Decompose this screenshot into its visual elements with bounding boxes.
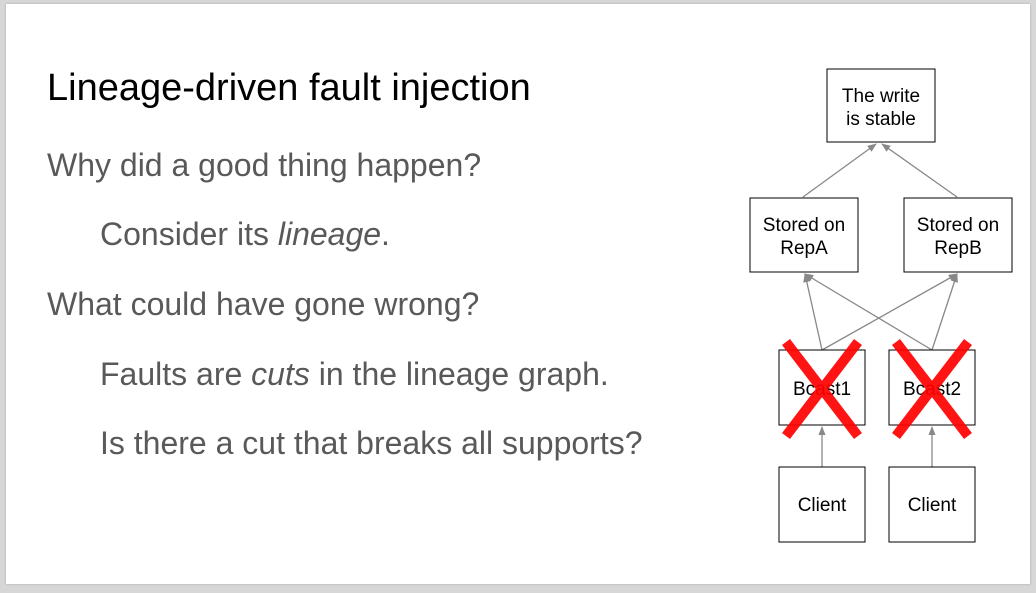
node-label: RepB bbox=[934, 238, 982, 259]
node-client-1: Client bbox=[778, 466, 866, 543]
bullet-text: Is there a cut that breaks all supports? bbox=[100, 425, 643, 461]
edge-storedB-to-write bbox=[881, 143, 958, 198]
edge-bcast1-to-storedB bbox=[821, 273, 958, 351]
node-bcast2: Bcast2 bbox=[888, 349, 976, 426]
bullet-why-good-thing: Why did a good thing happen? bbox=[47, 147, 481, 184]
edge-bcast2-to-storedB bbox=[931, 273, 958, 351]
bullet-consider-lineage: Consider its lineage. bbox=[100, 216, 390, 253]
node-stored-repa: Stored on RepA bbox=[749, 197, 859, 273]
node-stored-repb: Stored on RepB bbox=[903, 197, 1013, 273]
node-label: The write bbox=[842, 86, 920, 107]
bullet-faults-are-cuts: Faults are cuts in the lineage graph. bbox=[100, 356, 609, 393]
bullet-cut-breaks-supports: Is there a cut that breaks all supports? bbox=[100, 425, 643, 462]
graph-edges bbox=[802, 143, 958, 467]
slide: Lineage-driven fault injection Why did a… bbox=[6, 4, 1030, 584]
node-label: Stored on bbox=[917, 215, 999, 236]
bullet-text: in the lineage graph. bbox=[309, 356, 609, 392]
edge-storedA-to-write bbox=[802, 143, 877, 198]
node-client-2: Client bbox=[888, 466, 976, 543]
bullet-emphasis: cuts bbox=[251, 356, 310, 392]
bullet-text: . bbox=[381, 216, 390, 252]
bullet-what-went-wrong: What could have gone wrong? bbox=[47, 286, 479, 323]
node-label: is stable bbox=[846, 109, 916, 130]
bullet-emphasis: lineage bbox=[277, 216, 382, 252]
cut-mark-bcast1 bbox=[782, 338, 862, 440]
node-label: Client bbox=[908, 495, 957, 516]
cut-mark-bcast2 bbox=[892, 338, 972, 440]
edge-bcast1-to-storedA bbox=[803, 273, 823, 351]
bullet-text: What could have gone wrong? bbox=[47, 286, 480, 322]
bullet-text: Why did a good thing happen? bbox=[47, 147, 482, 183]
bullet-text: Consider its bbox=[100, 216, 278, 252]
edge-bcast2-to-storedA bbox=[804, 273, 933, 351]
slide-title: Lineage-driven fault injection bbox=[47, 67, 531, 109]
node-write-stable: The write is stable bbox=[826, 68, 936, 143]
node-label: Client bbox=[798, 495, 847, 516]
node-label: RepA bbox=[780, 238, 828, 259]
node-label: Stored on bbox=[763, 215, 845, 236]
lineage-graph: The write is stable Stored on RepA Store… bbox=[749, 68, 1013, 543]
node-bcast1: Bcast1 bbox=[778, 349, 866, 426]
bullet-text: Faults are bbox=[100, 356, 252, 392]
